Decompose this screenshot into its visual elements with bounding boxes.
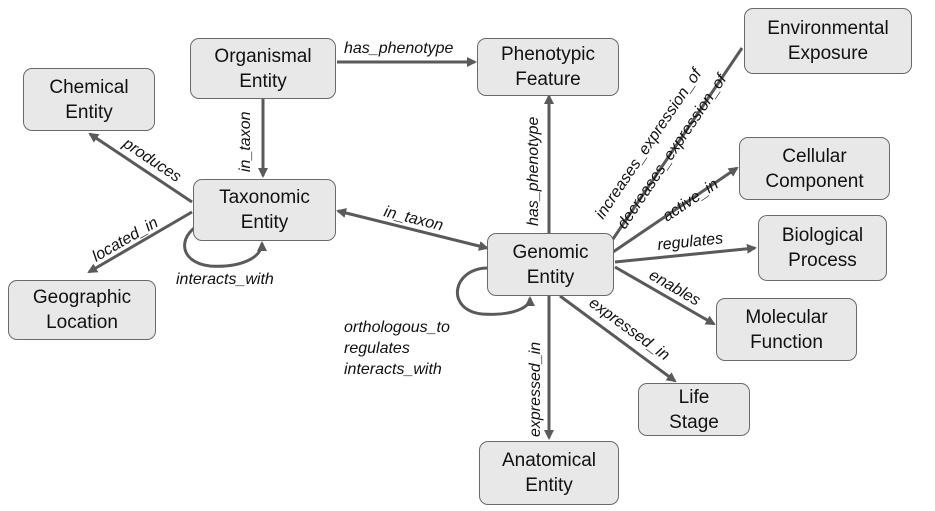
node-chemical-entity: Chemical Entity — [23, 68, 155, 131]
node-environmental-exposure: Environmental Exposure — [744, 8, 912, 74]
edge-label-genomic-active-in: active_in — [660, 176, 722, 225]
node-genomic-entity: Genomic Entity — [487, 233, 614, 296]
node-phenotypic-feature: Phenotypic Feature — [477, 38, 619, 96]
edge-label-genomic-has-phenotype: has_phenotype — [525, 116, 542, 226]
edge-label-taxonomic-located-in: located_in — [90, 214, 162, 265]
edge-label-genomic-expressed-in-life-stage: expressed_in — [586, 294, 673, 364]
node-taxonomic-entity: Taxonomic Entity — [193, 179, 336, 241]
node-biological-process: Biological Process — [758, 215, 887, 281]
edge-genomic-regulates — [614, 243, 757, 264]
edge-taxonomic-located-in — [87, 210, 193, 274]
edge-genomic-active-in — [612, 166, 739, 254]
edge-label-genomic-self-regulates: regulates — [344, 340, 410, 357]
edge-label-organismal-in-taxon: in_taxon — [237, 111, 254, 172]
node-molecular-function: Molecular Function — [716, 298, 857, 361]
edge-label-genomic-regulates: regulates — [657, 230, 724, 254]
edge-label-organismal-has-phenotype: has_phenotype — [344, 40, 454, 57]
node-life-stage: Life Stage — [638, 383, 750, 436]
node-cellular-component: Cellular Component — [739, 137, 890, 200]
edge-taxonomic-produces — [88, 132, 193, 204]
edge-genomic-expressed-in-life-stage — [559, 294, 677, 383]
edge-genomic-self-loop — [455, 266, 535, 316]
node-anatomical-entity: Anatomical Entity — [479, 441, 619, 505]
node-organismal-entity: Organismal Entity — [190, 38, 336, 99]
edge-label-genomic-self-orthologous-to: orthologous_to — [344, 319, 450, 336]
edge-label-taxonomic-interacts-with: interacts_with — [176, 271, 274, 288]
edge-label-genomic-self-interacts-with: interacts_with — [344, 361, 442, 378]
edge-genomic-enables — [614, 265, 716, 326]
edge-taxonomic-interacts-with-loop — [183, 220, 267, 268]
node-geographic-location: Geographic Location — [8, 280, 156, 340]
edge-genomic-in-taxon — [336, 208, 489, 251]
edge-label-genomic-expressed-in-anatomical: expressed_in — [527, 342, 544, 437]
edge-genomic-expression-environmental — [609, 47, 744, 243]
